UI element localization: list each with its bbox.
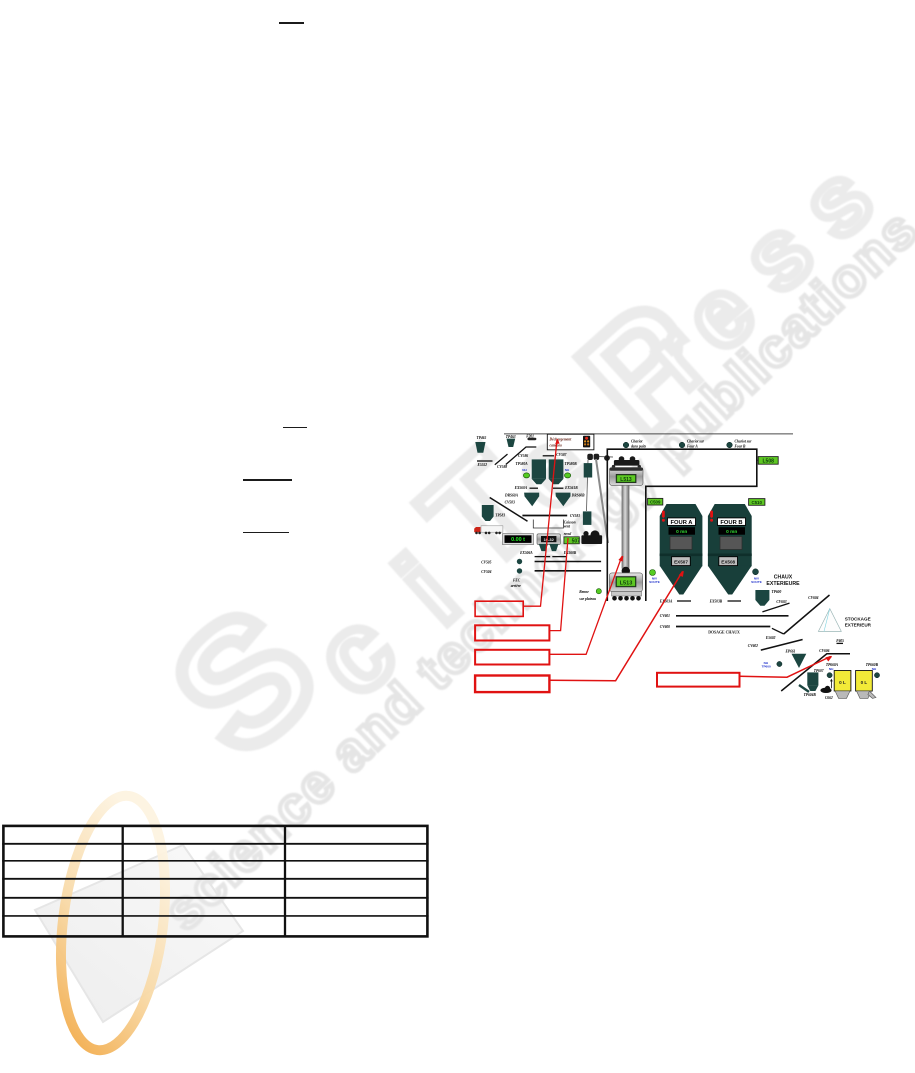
svg-text:0 L: 0 L — [839, 680, 846, 685]
svg-text:L513: L513 — [620, 477, 632, 483]
svg-text:DOSAGE CHAUX: DOSAGE CHAUX — [708, 630, 740, 634]
svg-text:FOUR B: FOUR B — [720, 520, 742, 526]
svg-text:L513: L513 — [620, 581, 633, 587]
svg-text:recul: recul — [564, 532, 572, 536]
svg-text:sur plateau: sur plateau — [578, 597, 596, 601]
svg-text:E5602: E5602 — [765, 636, 776, 640]
svg-text:SOUTE: SOUTE — [751, 580, 762, 584]
svg-text:0 mn: 0 mn — [726, 529, 737, 535]
svg-text:10-32: 10-32 — [544, 537, 555, 542]
svg-text:CV505: CV505 — [481, 560, 491, 564]
svg-text:EXTERIEUR: EXTERIEUR — [845, 623, 872, 628]
svg-text:E5552: E5552 — [477, 463, 488, 467]
svg-text:EX561B: EX561B — [564, 486, 578, 490]
svg-text:EX506A: EX506A — [519, 551, 533, 555]
svg-text:507: 507 — [572, 538, 581, 544]
svg-text:CV504: CV504 — [481, 570, 491, 574]
svg-text:CV588: CV588 — [497, 465, 507, 469]
svg-text:FEC: FEC — [513, 578, 521, 582]
svg-text:TP463: TP463 — [506, 435, 516, 439]
svg-text:Chariot sur: Chariot sur — [687, 440, 705, 444]
svg-text:NH: NH — [829, 667, 834, 671]
svg-text:arrière: arrière — [511, 584, 522, 588]
svg-text:F605: F605 — [836, 639, 844, 643]
svg-text:TP660A: TP660A — [826, 663, 839, 667]
svg-text:NIV: NIV — [754, 576, 760, 580]
svg-text:CV583: CV583 — [505, 501, 515, 505]
svg-text:EX508: EX508 — [721, 560, 735, 565]
svg-text:NH: NH — [565, 468, 570, 472]
svg-text:C509: C509 — [650, 500, 661, 505]
svg-text:EP661: EP661 — [785, 650, 796, 654]
svg-text:CV604: CV604 — [808, 596, 818, 600]
svg-text:EX503A: EX503A — [659, 600, 673, 604]
svg-text:TP580B: TP580B — [565, 462, 578, 466]
svg-text:CV586: CV586 — [518, 454, 528, 458]
svg-text:Four A: Four A — [687, 445, 698, 449]
svg-text:F201: F201 — [526, 434, 534, 438]
svg-text:EX560A: EX560A — [514, 486, 528, 490]
svg-text:DRS60B: DRS60B — [571, 493, 586, 497]
svg-text:CV587: CV587 — [556, 453, 566, 457]
svg-text:FOUR A: FOUR A — [670, 520, 693, 526]
svg-text:TP600: TP600 — [772, 590, 782, 594]
svg-text:CHAUX: CHAUX — [774, 575, 793, 581]
svg-text:EX560B: EX560B — [563, 551, 577, 555]
svg-text:EX507: EX507 — [674, 560, 688, 565]
svg-text:Benne: Benne — [578, 590, 589, 594]
svg-text:TP660B: TP660B — [866, 663, 879, 667]
svg-text:NH: NH — [872, 667, 877, 671]
svg-text:Caisson: Caisson — [564, 520, 576, 524]
svg-text:Four B: Four B — [735, 445, 746, 449]
svg-text:TP465: TP465 — [477, 436, 487, 440]
svg-text:CV603: CV603 — [776, 600, 786, 604]
svg-text:NH: NH — [764, 661, 769, 665]
svg-text:0 L: 0 L — [861, 680, 868, 685]
svg-text:EX503B: EX503B — [709, 600, 723, 604]
svg-text:SOUTE: SOUTE — [649, 580, 660, 584]
svg-text:0.00 t: 0.00 t — [511, 537, 525, 543]
svg-text:TP583: TP583 — [495, 514, 505, 518]
svg-text:TP600: TP600 — [762, 664, 771, 668]
svg-text:NH: NH — [522, 468, 527, 472]
svg-text:CV602: CV602 — [748, 644, 758, 648]
svg-text:CV606: CV606 — [819, 649, 829, 653]
svg-text:TP580A: TP580A — [516, 462, 529, 466]
svg-text:DRS60A: DRS60A — [504, 493, 519, 497]
svg-text:L508: L508 — [762, 458, 774, 464]
svg-text:NIV: NIV — [652, 576, 658, 580]
svg-text:EXTERIEURE: EXTERIEURE — [766, 581, 800, 587]
svg-text:Chariot: Chariot — [631, 440, 643, 444]
svg-text:TP607: TP607 — [814, 669, 824, 673]
svg-text:TP604B: TP604B — [804, 693, 817, 697]
svg-text:Déchargement: Déchargement — [549, 438, 573, 442]
svg-text:C510: C510 — [751, 500, 762, 505]
svg-text:C662: C662 — [825, 696, 833, 700]
svg-text:dans puits: dans puits — [631, 445, 647, 449]
svg-text:Chariot sur: Chariot sur — [735, 440, 753, 444]
svg-text:CV581: CV581 — [570, 514, 580, 518]
svg-text:STOCKAGE: STOCKAGE — [845, 617, 871, 622]
svg-text:CV601: CV601 — [660, 614, 670, 618]
svg-text:CV600: CV600 — [660, 625, 670, 629]
svg-text:vent: vent — [564, 524, 571, 528]
svg-text:0 mn: 0 mn — [676, 529, 687, 535]
